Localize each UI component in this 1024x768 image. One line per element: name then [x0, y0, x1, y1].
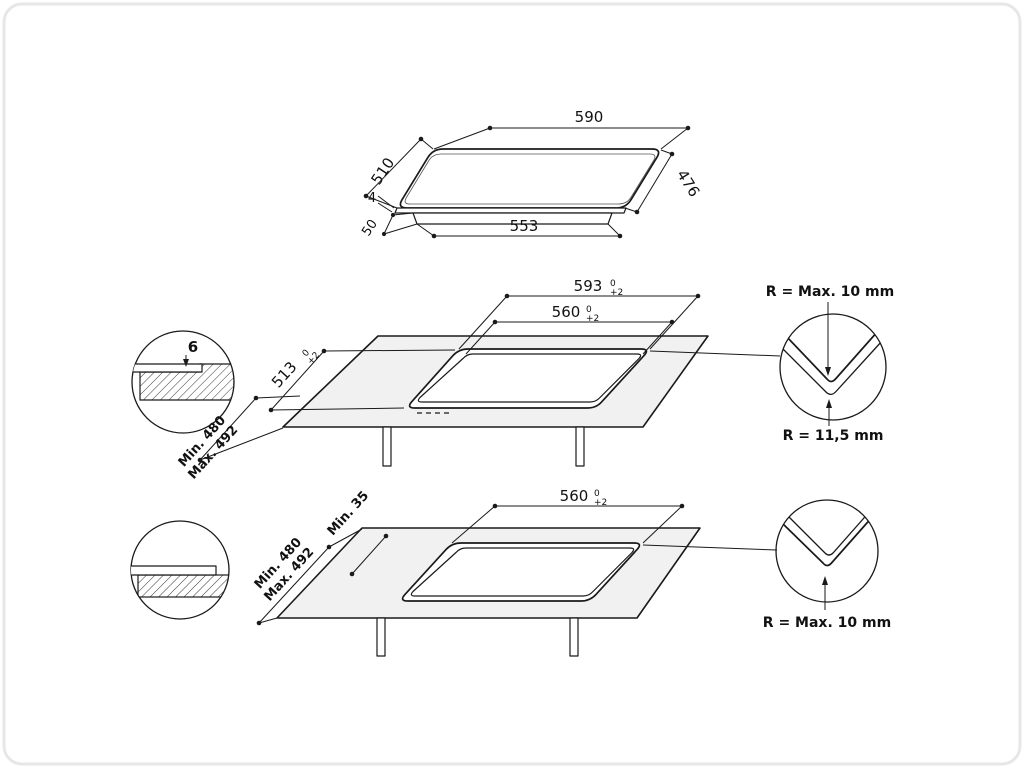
dim-cutout-outer-width-tol-upper: 0 — [610, 279, 616, 289]
corner-outer-edge — [779, 514, 875, 567]
worktop-leg — [569, 617, 579, 657]
hob-3d-view: 590 510 476 4 50 553 — [359, 108, 703, 239]
radius-upper-label: R = Max. 10 mm — [766, 284, 894, 300]
dim-cutout-depth-tol-upper: 0 — [301, 348, 312, 359]
dim-cutout-depth: 513 — [268, 358, 301, 391]
cutout-view-rebate: 593 0 +2 560 0 +2 513 0 +2 Min. 480 Max.… — [131, 277, 894, 482]
dim-cutout-inner-width-tol-upper: 0 — [586, 305, 592, 315]
hob-rim-section — [131, 565, 217, 576]
corner-outer-edge — [785, 330, 879, 383]
dim-hob-width-front: 553 — [510, 217, 539, 235]
dim-rebate-depth: 6 — [188, 338, 198, 356]
rebate-depth-arrow — [183, 359, 189, 367]
hob-glass-top — [399, 148, 660, 209]
dim-hob-width-rear: 590 — [575, 108, 604, 126]
hob-glass-edge-band — [394, 207, 627, 214]
dim-hob-depth-left: 510 — [367, 154, 398, 188]
detail-circle-rebate-section: 6 — [131, 330, 235, 434]
hob-rim-section — [132, 363, 203, 373]
radius-label-overlap: R = Max. 10 mm — [763, 615, 891, 631]
dim-cutout-width-overlap-tol-upper: 0 — [594, 489, 600, 499]
dim-cutout-outer-width-tol-lower: +2 — [610, 288, 623, 298]
hob-glass-inner-line — [404, 153, 656, 205]
worktop-section-hatched — [137, 574, 229, 598]
dim-cutout-inner-width: 560 — [552, 303, 581, 321]
detail-circle-corner-radius-overlap: R = Max. 10 mm — [763, 499, 891, 631]
detail-circle-overlap-section — [130, 520, 230, 620]
dim-cutout-inner-width-tol-lower: +2 — [586, 314, 599, 324]
corner-inner-edge — [785, 509, 872, 556]
radius-upper-arrow — [825, 367, 831, 376]
dim-cutout-width-overlap-tol-lower: +2 — [594, 498, 607, 508]
corner-inner-edge — [780, 340, 883, 396]
cutout-inner-edge-overlap — [410, 547, 635, 597]
detail-circle-corner-radius-rebate: R = Max. 10 mm R = 11,5 mm — [766, 284, 894, 444]
cutout-inner-edge-rebate — [417, 353, 642, 403]
dim-cutout-width-overlap: 560 — [560, 487, 589, 505]
dim-glass-thickness: 4 — [368, 191, 376, 206]
cutout-view-overlap: 560 0 +2 Min. 35 Min. 480 Max. 492 — [130, 487, 891, 657]
dim-cutout-outer-width: 593 — [574, 277, 603, 295]
worktop-leg — [575, 426, 585, 467]
radius-lower-label: R = 11,5 mm — [783, 428, 884, 444]
dim-body-height: 50 — [359, 217, 381, 239]
dim-hob-depth-right: 476 — [673, 166, 703, 200]
worktop-leg — [376, 617, 386, 657]
radius-arrow — [822, 576, 828, 585]
worktop-leg — [382, 426, 392, 467]
radius-lower-arrow — [826, 399, 832, 408]
